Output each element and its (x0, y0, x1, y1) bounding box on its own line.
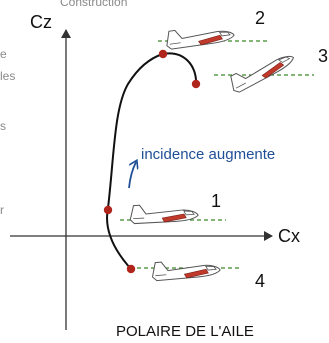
point-label-3: 3 (318, 46, 328, 66)
left-cut-text-4: r (0, 203, 4, 217)
left-cut-text-2: les (0, 69, 15, 83)
x-axis-label: Cx (278, 226, 300, 246)
point-label-1: 1 (211, 191, 221, 211)
incidence-arrow (128, 162, 136, 189)
left-cut-text-3: s (0, 119, 6, 133)
point-label-4: 4 (255, 271, 265, 291)
diagram-caption: POLAIRE DE L'AILE (116, 323, 254, 340)
polar-curve (106, 52, 198, 270)
airplane-2-icon (164, 21, 236, 51)
airplane-3-icon (226, 45, 297, 95)
incidence-label: incidence augmente (141, 146, 275, 163)
y-axis-label: Cz (30, 12, 52, 32)
point-1 (103, 205, 113, 215)
point-4 (126, 264, 136, 274)
airplane-1-icon (129, 201, 199, 225)
point-2 (158, 49, 168, 59)
point-label-2: 2 (255, 8, 265, 28)
airplane-4-icon (150, 256, 222, 282)
point-3 (191, 79, 201, 89)
left-cut-text-1: e (0, 47, 7, 61)
header-partial-text: Construction (60, 0, 127, 9)
